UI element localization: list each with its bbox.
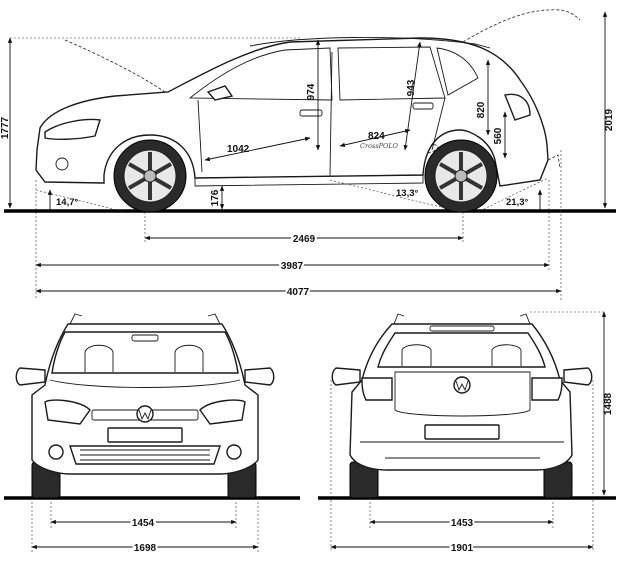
roof-rail: [249, 36, 491, 49]
approach-angle-line: [35, 189, 126, 213]
front-left-headlight: [44, 399, 91, 425]
rear-right-mirror: [563, 367, 593, 386]
breakover-angle-label: 13,3°: [396, 188, 418, 199]
hood-open-path: [64, 39, 166, 93]
front-license-plate: [107, 427, 183, 443]
rear-view-mirror-inner: [131, 334, 159, 342]
height-roof-label: 1777: [0, 116, 11, 139]
wheelbase-label: 2469: [293, 234, 316, 245]
front-hood-line: [49, 379, 241, 388]
rear-wheel: [424, 139, 498, 213]
lower-grille-mesh: [80, 449, 210, 461]
tailgate-swing-path: [462, 9, 581, 43]
front-width-label: 1698: [134, 543, 157, 554]
ground-clearance-label: 176: [210, 189, 221, 206]
rear-seats: [401, 344, 522, 366]
front-right-mirror: [244, 367, 275, 386]
dim-1042-label: 1042: [227, 144, 250, 155]
front-wheel: [113, 139, 187, 213]
door-lines: [197, 51, 446, 177]
rear-roof-rails: [393, 313, 531, 325]
rear-bumper-line: [360, 441, 564, 459]
rear-view: 1488 1453 1901: [318, 311, 616, 556]
side-headlight: [44, 118, 101, 141]
side-cladding: [194, 174, 424, 187]
rear-left-mirror: [331, 367, 361, 386]
rear-window: [377, 332, 546, 368]
front-windshield: [51, 331, 239, 374]
rear-track-label: 1453: [451, 518, 474, 529]
length-total-label: 4077: [287, 287, 310, 298]
dim-1042-line: [204, 136, 311, 162]
side-taillight: [504, 93, 531, 121]
front-door-handle: [299, 109, 323, 117]
dim-824-line: [339, 128, 411, 148]
front-left-mirror: [15, 367, 46, 386]
towbar: [547, 154, 561, 169]
departure-angle-line: [479, 177, 549, 212]
side-view: CrossPOLO: [0, 9, 616, 300]
front-left-foglight: [48, 444, 64, 460]
dim-560-label: 560: [493, 127, 504, 144]
side-mirror: [206, 85, 234, 101]
side-foglight: [55, 157, 69, 171]
dim-820-label: 820: [476, 101, 487, 118]
rear-spoiler: [429, 325, 495, 332]
vw-logo-front-mark: [138, 409, 152, 421]
approach-angle-label: 14,7°: [56, 197, 78, 208]
vw-logo-rear-mark: [455, 380, 469, 392]
front-right-headlight: [199, 399, 246, 425]
departure-angle-label: 21,3°: [506, 197, 528, 208]
dim-974-label: 974: [306, 83, 317, 100]
rear-width-label: 1901: [451, 543, 474, 554]
crosspolo-badge-script: CrossPOLO: [360, 142, 399, 150]
front-track-label: 1454: [132, 518, 155, 529]
tailgate-outline: [394, 371, 531, 417]
breakover-angle-line: [329, 179, 462, 213]
length-label: 3987: [281, 261, 304, 272]
rear-left-taillight: [361, 377, 393, 401]
height-total-label: 2019: [604, 108, 615, 131]
front-seats: [84, 344, 204, 372]
front-roof-rails: [69, 313, 221, 325]
front-view: 1454 1698: [4, 313, 300, 556]
rear-right-taillight: [531, 377, 563, 401]
dim-943-label: 943: [406, 79, 417, 96]
rear-height-label: 1488: [603, 392, 614, 415]
dim-824-label: 824: [368, 131, 385, 142]
rear-license-plate: [424, 424, 500, 440]
front-right-foglight: [226, 444, 242, 460]
